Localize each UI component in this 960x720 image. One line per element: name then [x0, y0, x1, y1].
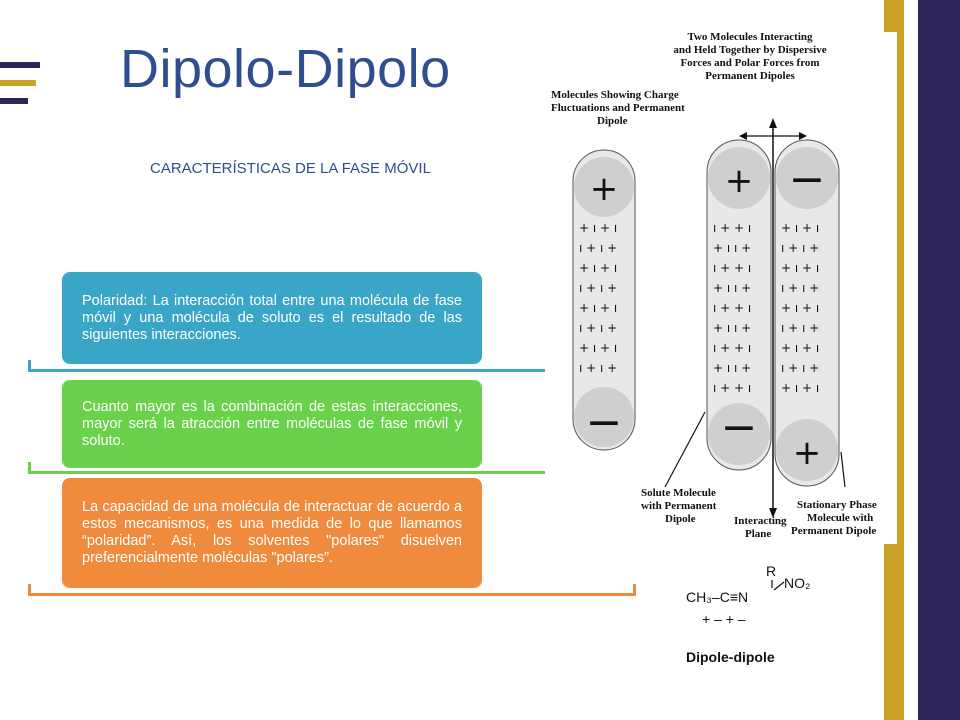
svg-text:ı + + ı: ı + + ı	[713, 341, 751, 355]
arrow-down-icon	[769, 508, 777, 518]
stationary-label: Molecule with	[807, 512, 873, 524]
solute-leader-line	[664, 411, 706, 488]
plane-label: Plane	[745, 528, 771, 540]
arrow-left-icon	[739, 132, 747, 140]
svg-text:ı + + ı: ı + + ı	[713, 381, 751, 395]
diagram-left-label: Fluctuations and Permanent	[551, 102, 685, 114]
stationary-label: Permanent Dipole	[791, 525, 876, 537]
diagram-left-label: Dipole	[597, 115, 628, 127]
svg-text:+ ı ı +: + ı ı +	[713, 321, 751, 335]
minus-sign: −	[789, 154, 826, 205]
charge-fluctuations: + ı + ı ı + ı + + ı + ı ı + ı + + ı + ı ı + …	[579, 221, 819, 395]
svg-text:ı + + ı: ı + + ı	[713, 221, 751, 235]
diagram-left-label: Molecules Showing Charge	[551, 89, 679, 101]
negative-pole	[708, 403, 770, 465]
dipole-diagram: Two Molecules Interacting and Held Toget…	[545, 32, 897, 544]
svg-text:ı + ı +: ı + ı +	[579, 321, 617, 335]
svg-text:+ ı + ı: + ı + ı	[781, 381, 819, 395]
svg-text:+ ı ı +: + ı ı +	[713, 361, 751, 375]
svg-text:ı + ı +: ı + ı +	[579, 361, 617, 375]
svg-text:ı + ı +: ı + ı +	[579, 281, 617, 295]
arrow-right-icon	[799, 132, 807, 140]
plus-sign: +	[725, 161, 754, 201]
box-text: Cuanto mayor es la combinación de estas …	[82, 398, 462, 449]
solute-molecule	[706, 139, 772, 471]
combination-box: Cuanto mayor es la combinación de estas …	[62, 380, 482, 468]
svg-text:+ ı + ı: + ı + ı	[781, 341, 819, 355]
slide-title: Dipolo-Dipolo	[120, 39, 451, 99]
dipole-formula: R CH₃–C≡N NO₂ + – + – Dipole-dipole	[686, 563, 810, 665]
svg-text:+ ı ı +: + ı ı +	[713, 241, 751, 255]
svg-text:ı + + ı: ı + + ı	[713, 261, 751, 275]
stationary-leader-line	[840, 451, 846, 488]
left-stripe	[0, 98, 28, 104]
plus-sign: +	[793, 433, 822, 473]
svg-text:ı + ı +: ı + ı +	[579, 241, 617, 255]
svg-text:+ ı + ı: + ı + ı	[579, 221, 617, 235]
box-bracket	[28, 584, 636, 596]
left-stripe	[0, 80, 36, 86]
stationary-molecule	[774, 139, 840, 487]
positive-pole	[574, 157, 634, 217]
arrow-up-icon	[769, 118, 777, 128]
solute-label: Dipole	[665, 513, 696, 525]
solute-label: with Permanent	[641, 500, 717, 512]
diagram-top-label: Forces and Polar Forces from	[680, 57, 819, 69]
left-stripe	[0, 62, 40, 68]
minus-sign: −	[586, 397, 623, 448]
diagram-top-label: Permanent Dipoles	[705, 70, 795, 82]
svg-text:+ ı + ı: + ı + ı	[781, 301, 819, 315]
bond-line	[773, 581, 785, 591]
svg-text:ı + ı +: ı + ı +	[781, 321, 819, 335]
minus-sign: −	[721, 402, 758, 453]
svg-text:ı + + ı: ı + + ı	[713, 301, 751, 315]
negative-pole	[776, 147, 838, 209]
svg-text:+ ı + ı: + ı + ı	[579, 341, 617, 355]
svg-text:+ ı + ı: + ı + ı	[579, 301, 617, 315]
slide-subtitle: CARACTERÍSTICAS DE LA FASE MÓVIL	[150, 160, 431, 177]
svg-text:ı + ı +: ı + ı +	[781, 241, 819, 255]
negative-pole	[574, 387, 634, 447]
svg-text:+ ı + ı: + ı + ı	[781, 221, 819, 235]
box-text: Polaridad: La interacción total entre un…	[82, 292, 462, 343]
plus-sign: +	[590, 169, 619, 209]
svg-text:ı + ı +: ı + ı +	[781, 361, 819, 375]
diagram-top-label: Two Molecules Interacting	[687, 32, 813, 43]
svg-text:+ ı ı +: + ı ı +	[713, 281, 751, 295]
formula-caption: Dipole-dipole	[686, 649, 775, 665]
stationary-label: Stationary Phase	[797, 499, 877, 511]
formula-charges: + – + –	[702, 611, 746, 627]
nitro-group: NO₂	[784, 575, 810, 591]
r-group-label: R	[766, 563, 776, 579]
positive-pole	[708, 147, 770, 209]
navy-side-bar	[918, 0, 960, 720]
box-text: La capacidad de una molécula de interact…	[82, 499, 462, 566]
solute-label: Solute Molecule	[641, 487, 716, 499]
positive-pole	[776, 419, 838, 481]
free-molecule	[572, 149, 636, 451]
diagram-top-label: and Held Together by Dispersive	[673, 44, 826, 56]
svg-text:ı + ı +: ı + ı +	[781, 281, 819, 295]
svg-text:+ ı + ı: + ı + ı	[579, 261, 617, 275]
polarity-box: Polaridad: La interacción total entre un…	[62, 272, 482, 364]
plane-label: Interacting	[734, 515, 787, 527]
capacity-box: La capacidad de una molécula de interact…	[62, 478, 482, 588]
formula-chain: CH₃–C≡N	[686, 589, 748, 605]
svg-text:+ ı + ı: + ı + ı	[781, 261, 819, 275]
